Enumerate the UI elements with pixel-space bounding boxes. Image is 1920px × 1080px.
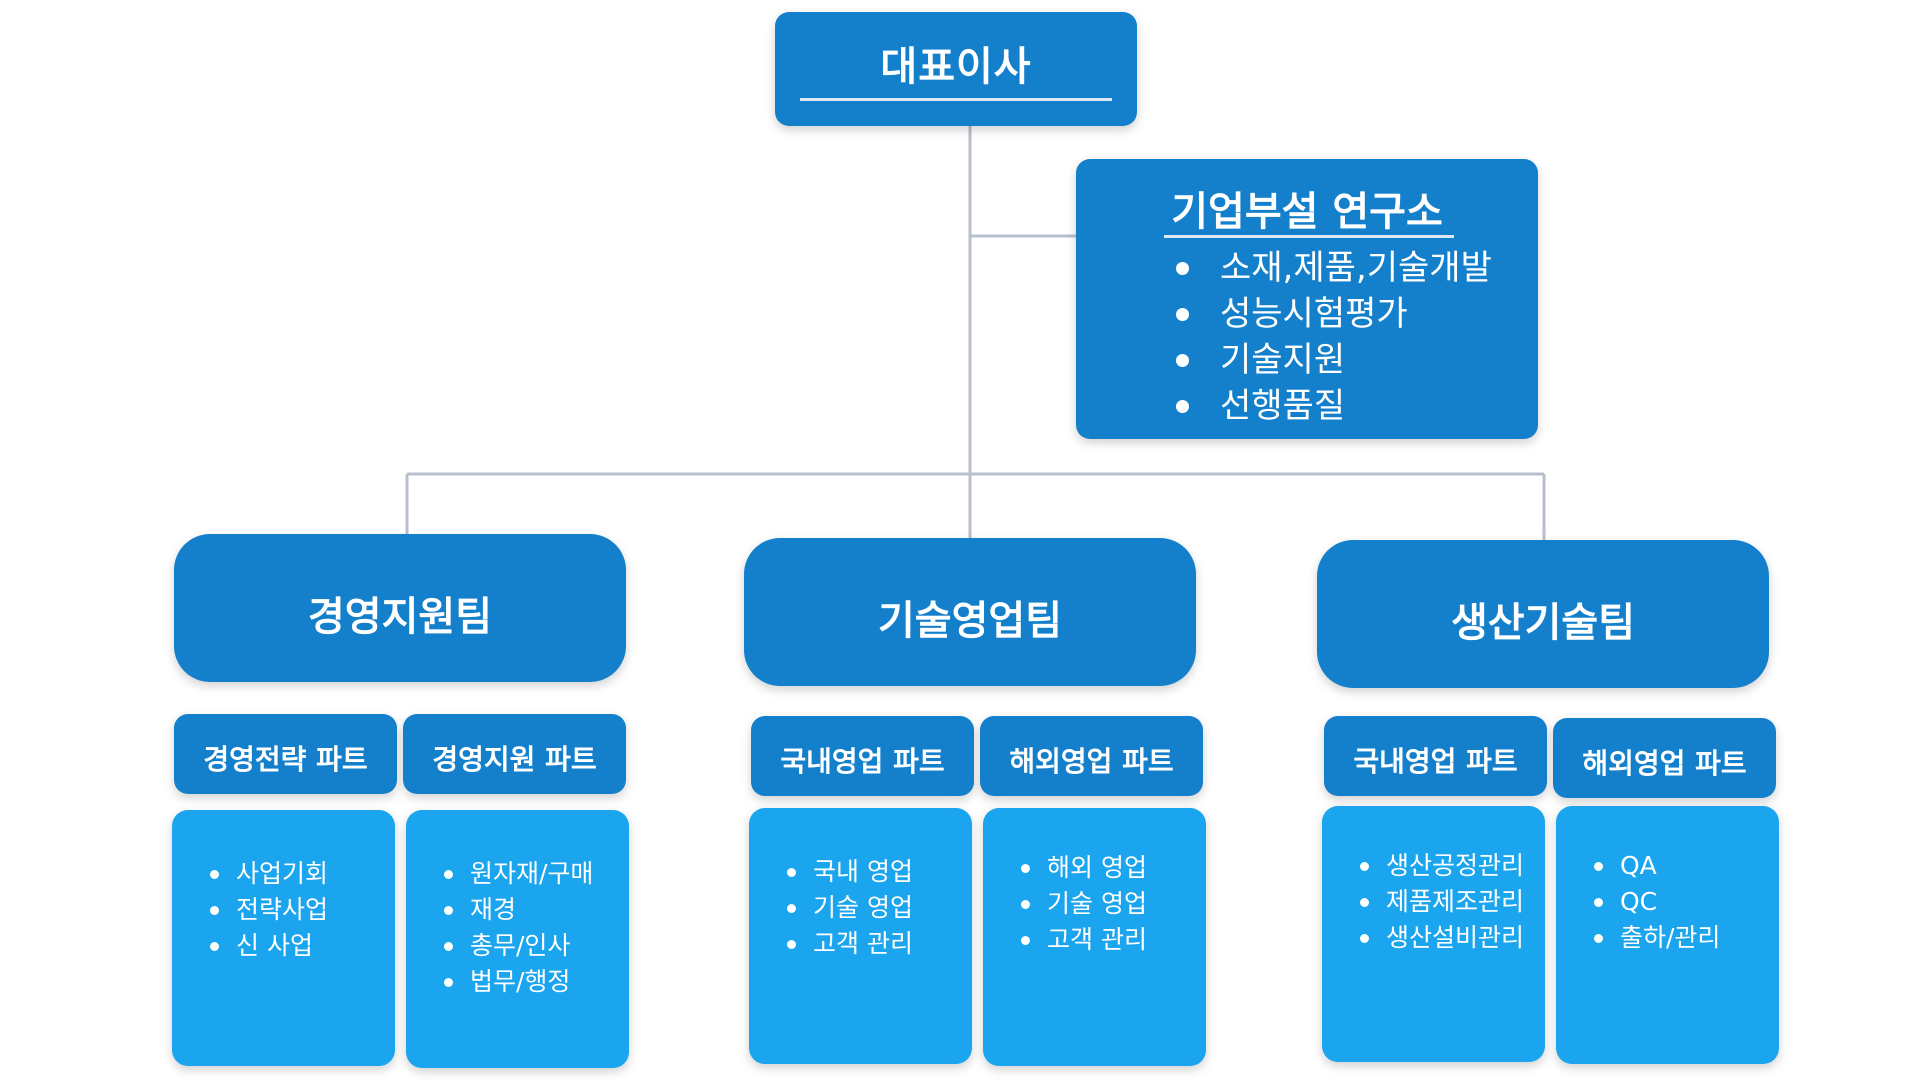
research-lab-box: 기업부설 연구소 소재,제품,기술개발 성능시험평가 기술지원 선행품질 (1076, 159, 1538, 439)
content-management-support: 원자재/구매 재경 총무/인사 법무/행정 (406, 810, 629, 1068)
lab-title: 기업부설 연구소 (1171, 189, 1443, 235)
part-item-list: 생산공정관리 제품제조관리 생산설비관리 (1360, 848, 1524, 956)
lab-underline (1164, 235, 1454, 238)
list-item: 기술 영업 (787, 890, 913, 926)
ceo-box: 대표이사 (775, 12, 1137, 126)
content-quality: QA QC 출하/관리 (1556, 806, 1779, 1064)
list-item: 해외 영업 (1021, 850, 1147, 886)
content-production-process: 생산공정관리 제품제조관리 생산설비관리 (1322, 806, 1545, 1062)
part-management-strategy: 경영전략 파트 (174, 714, 397, 794)
list-item: 생산설비관리 (1360, 920, 1524, 956)
part-item-list: 국내 영업 기술 영업 고객 관리 (787, 854, 913, 962)
part-management-support: 경영지원 파트 (403, 714, 626, 794)
part-overseas-sales: 해외영업 파트 (980, 716, 1203, 796)
list-item: 사업기회 (210, 856, 328, 892)
team-technical-sales: 기술영업팀 (744, 538, 1196, 686)
ceo-underline (800, 98, 1112, 101)
team-title: 경영지원팀 (308, 594, 492, 640)
content-domestic-sales: 국내 영업 기술 영업 고객 관리 (749, 808, 972, 1064)
list-item: QA (1594, 848, 1720, 884)
part-item-list: 원자재/구매 재경 총무/인사 법무/행정 (444, 856, 593, 1000)
list-item: 재경 (444, 892, 593, 928)
list-item: 고객 관리 (1021, 922, 1147, 958)
list-item: 고객 관리 (787, 926, 913, 962)
part-item-list: 해외 영업 기술 영업 고객 관리 (1021, 850, 1147, 958)
content-overseas-sales: 해외 영업 기술 영업 고객 관리 (983, 808, 1206, 1066)
part-title: 해외영업 파트 (1582, 747, 1747, 780)
team-management-support: 경영지원팀 (174, 534, 626, 682)
part-title: 해외영업 파트 (1009, 745, 1174, 778)
list-item: 선행품질 (1176, 383, 1492, 429)
list-item: QC (1594, 884, 1720, 920)
part-title: 경영전략 파트 (203, 743, 368, 776)
lab-list: 소재,제품,기술개발 성능시험평가 기술지원 선행품질 (1176, 245, 1492, 429)
list-item: 원자재/구매 (444, 856, 593, 892)
ceo-title: 대표이사 (880, 44, 1032, 90)
team-production-technology: 생산기술팀 (1317, 540, 1769, 688)
list-item: 전략사업 (210, 892, 328, 928)
list-item: 국내 영업 (787, 854, 913, 890)
list-item: 총무/인사 (444, 928, 593, 964)
list-item: 출하/관리 (1594, 920, 1720, 956)
list-item: 법무/행정 (444, 964, 593, 1000)
part-title: 국내영업 파트 (1353, 745, 1518, 778)
team-title: 기술영업팀 (878, 598, 1062, 644)
list-item: 성능시험평가 (1176, 291, 1492, 337)
part-item-list: 사업기회 전략사업 신 사업 (210, 856, 328, 964)
part-item-list: QA QC 출하/관리 (1594, 848, 1720, 956)
team-title: 생산기술팀 (1451, 600, 1635, 646)
part-title: 국내영업 파트 (780, 745, 945, 778)
list-item: 제품제조관리 (1360, 884, 1524, 920)
list-item: 기술지원 (1176, 337, 1492, 383)
part-title: 경영지원 파트 (432, 743, 597, 776)
part-domestic-sales-production: 국내영업 파트 (1324, 716, 1547, 796)
list-item: 신 사업 (210, 928, 328, 964)
content-management-strategy: 사업기회 전략사업 신 사업 (172, 810, 395, 1066)
part-overseas-sales-production: 해외영업 파트 (1553, 718, 1776, 798)
list-item: 소재,제품,기술개발 (1176, 245, 1492, 291)
part-domestic-sales: 국내영업 파트 (751, 716, 974, 796)
list-item: 기술 영업 (1021, 886, 1147, 922)
list-item: 생산공정관리 (1360, 848, 1524, 884)
